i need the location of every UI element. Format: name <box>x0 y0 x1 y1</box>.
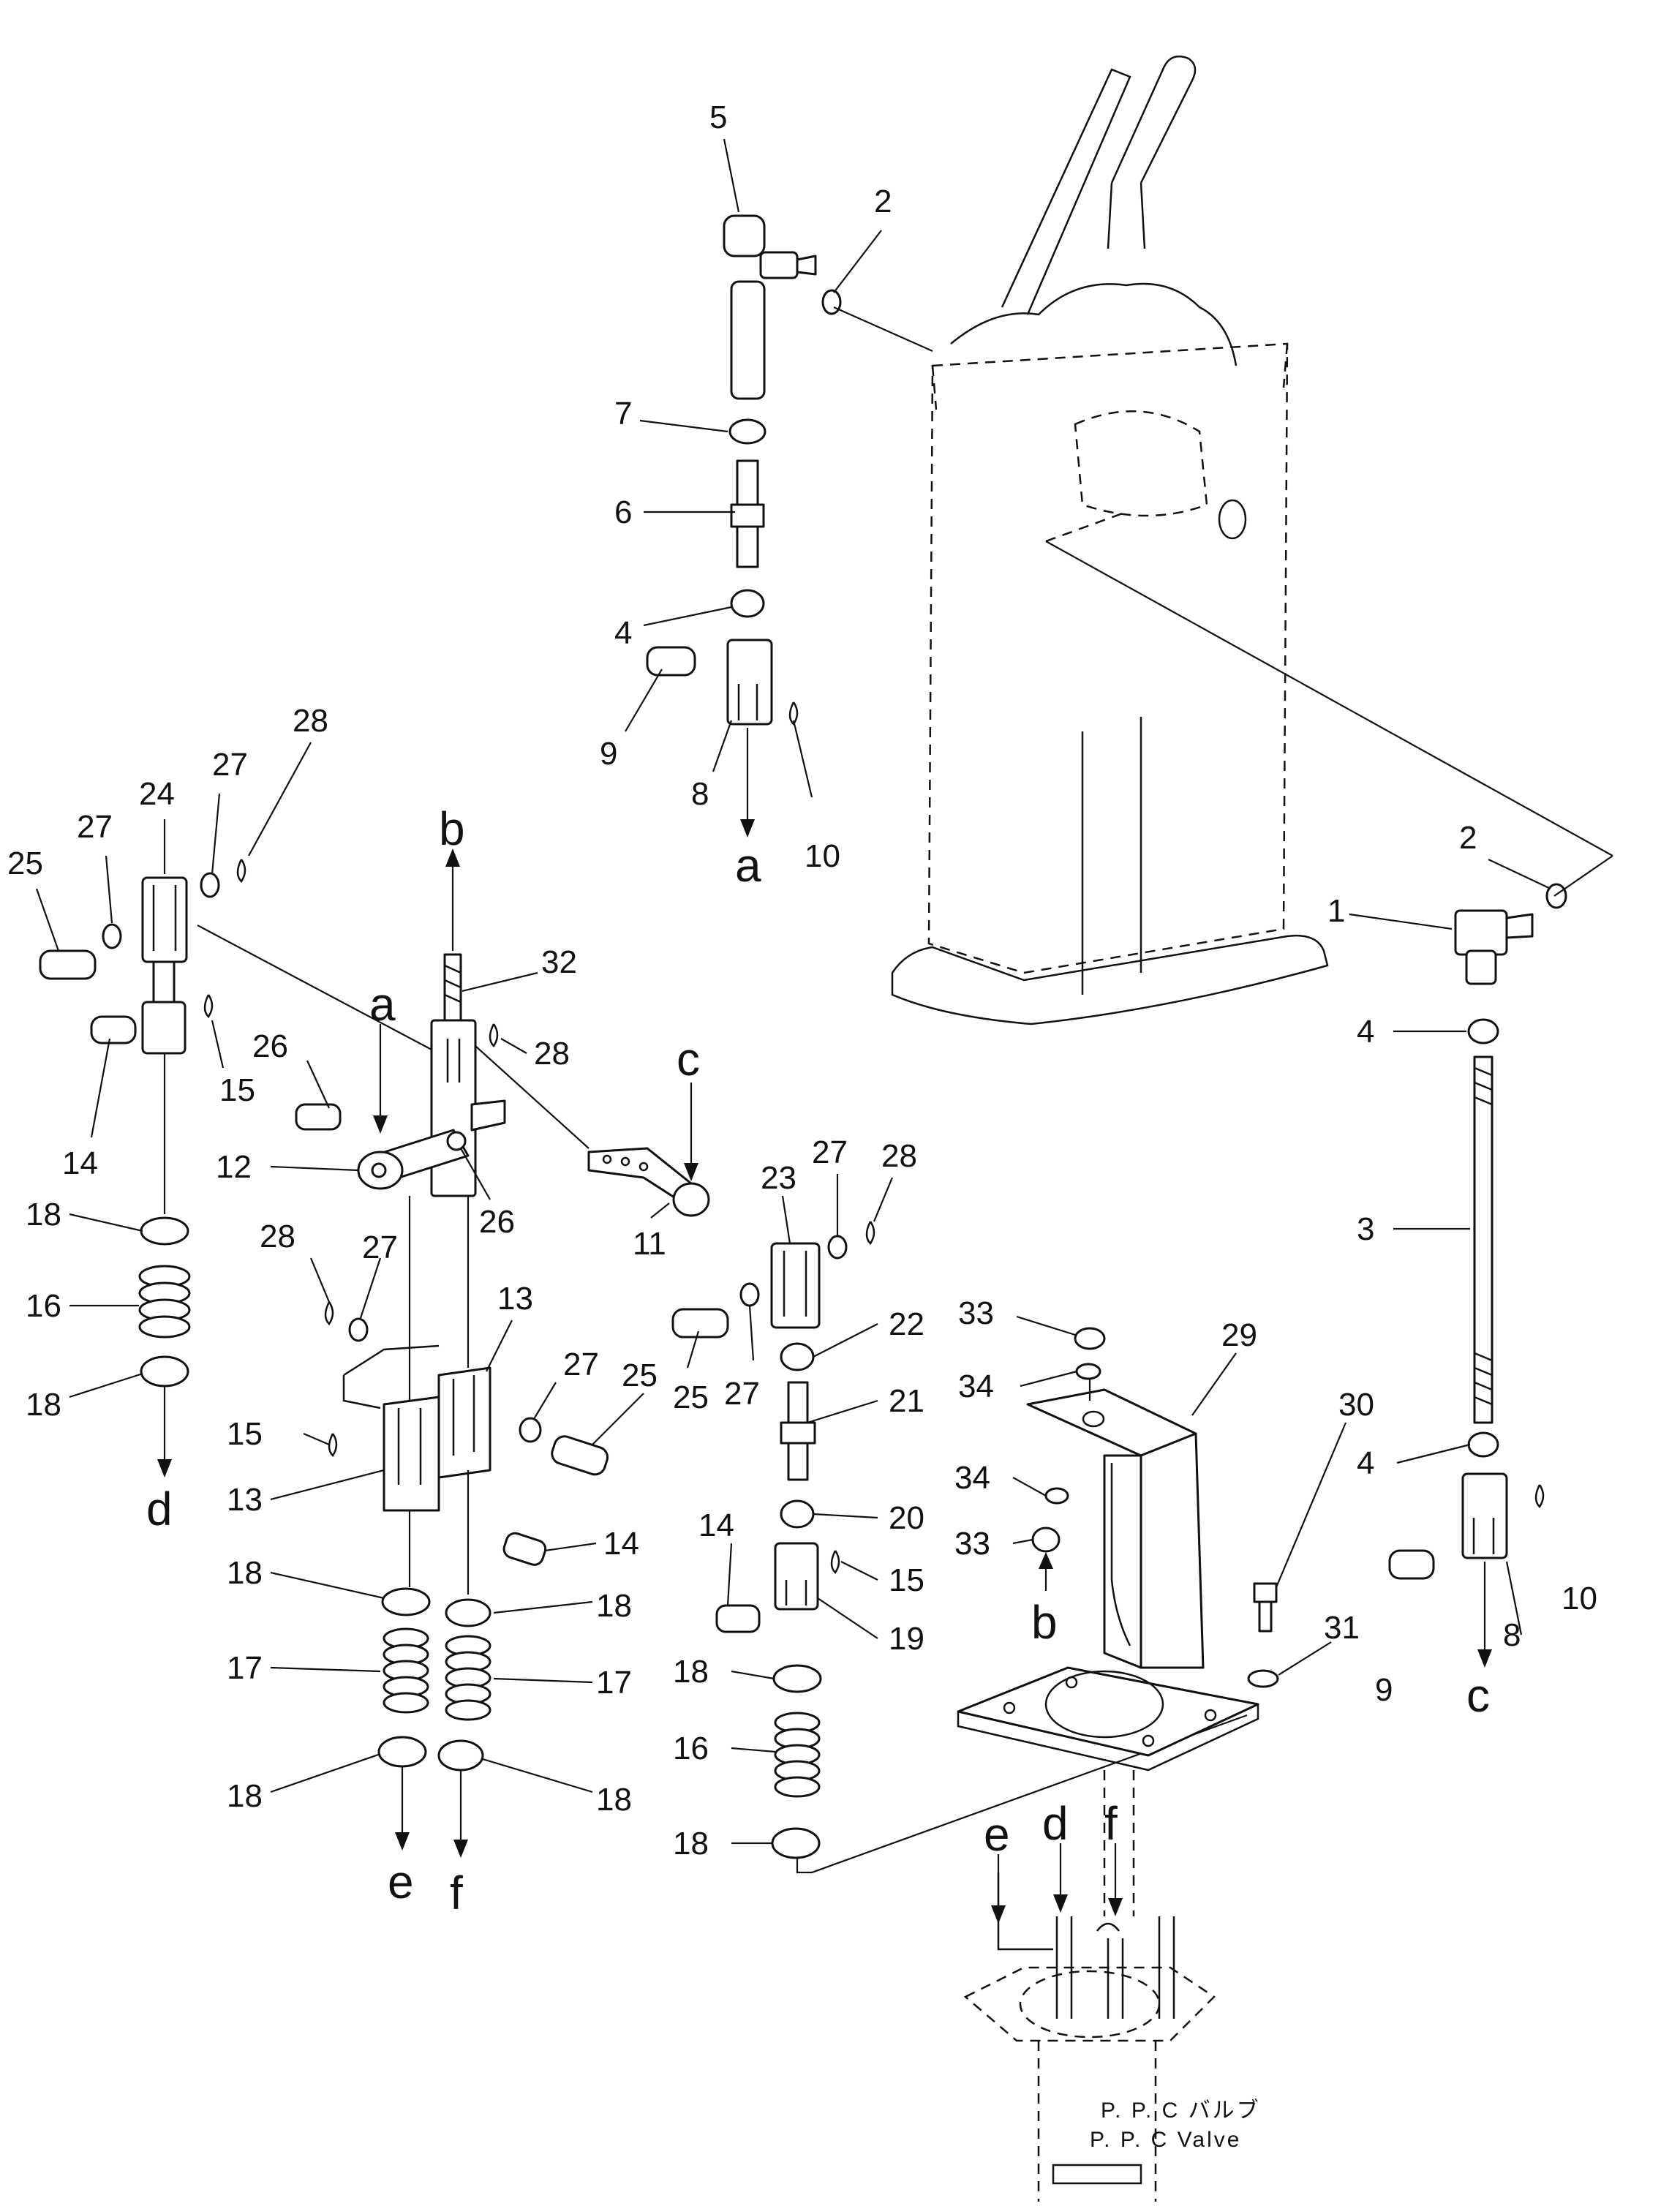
callout-2: 2 <box>874 184 892 219</box>
connector-f: f <box>1104 1797 1118 1850</box>
connector-f: f <box>450 1867 463 1919</box>
callout-22: 22 <box>889 1306 924 1342</box>
valve-label-japanese: P. P. C バルブ <box>1101 2098 1261 2123</box>
callout-27: 27 <box>77 809 113 845</box>
callout-33: 33 <box>954 1526 990 1562</box>
callout-18: 18 <box>673 1826 709 1861</box>
callout-25: 25 <box>622 1358 658 1393</box>
connector-a: a <box>369 978 396 1031</box>
connector-a: a <box>735 839 761 892</box>
callout-18: 18 <box>596 1782 632 1818</box>
control-stand <box>891 55 1613 1025</box>
callout-33: 33 <box>958 1295 994 1331</box>
callout-14: 14 <box>698 1507 734 1543</box>
callout-2: 2 <box>1459 820 1477 856</box>
middle-clevis-spring-assembly <box>671 1174 1248 1874</box>
callout-15: 15 <box>227 1416 263 1452</box>
part-callouts: 5 2 7 6 4 9 8 10 2 1 4 3 4 10 8 9 25 27 … <box>7 99 1597 1861</box>
callout-20: 20 <box>889 1500 924 1536</box>
callout-30: 30 <box>1338 1387 1374 1423</box>
callout-18: 18 <box>227 1555 263 1591</box>
centre-lever-assembly <box>270 848 710 1858</box>
callout-4: 4 <box>1357 1014 1374 1050</box>
callout-3: 3 <box>1357 1211 1374 1247</box>
connector-e: e <box>984 1808 1010 1861</box>
connector-b: b <box>439 802 465 855</box>
rod-end-assembly-left <box>625 138 933 837</box>
callout-25: 25 <box>673 1379 709 1415</box>
callout-27: 27 <box>563 1347 599 1382</box>
callout-16: 16 <box>673 1731 709 1766</box>
connector-c: c <box>1466 1669 1490 1722</box>
callout-34: 34 <box>958 1369 994 1404</box>
callout-34: 34 <box>954 1460 990 1496</box>
callout-15: 15 <box>889 1562 924 1598</box>
connector-letters: a b a c d e f b c e d f <box>146 802 1490 1919</box>
callout-10: 10 <box>1562 1581 1597 1616</box>
bracket-and-ppc-valve <box>957 1315 1347 2202</box>
callout-14: 14 <box>603 1526 639 1562</box>
callout-26: 26 <box>252 1028 288 1064</box>
callout-8: 8 <box>691 776 709 812</box>
callout-28: 28 <box>260 1219 295 1254</box>
callout-4: 4 <box>614 615 632 651</box>
callout-8: 8 <box>1503 1617 1521 1653</box>
callout-13: 13 <box>227 1482 263 1518</box>
callout-11: 11 <box>633 1226 666 1262</box>
callout-17: 17 <box>596 1665 632 1701</box>
connector-d: d <box>146 1483 173 1535</box>
connector-b: b <box>1031 1596 1058 1649</box>
callout-17: 17 <box>227 1650 263 1686</box>
callout-25: 25 <box>7 846 43 881</box>
callout-27: 27 <box>812 1134 848 1170</box>
callout-18: 18 <box>26 1197 61 1232</box>
callout-29: 29 <box>1221 1317 1257 1353</box>
callout-27: 27 <box>212 747 248 783</box>
connector-c: c <box>677 1033 700 1085</box>
callout-28: 28 <box>293 703 328 739</box>
callout-12: 12 <box>216 1149 252 1185</box>
callout-7: 7 <box>614 396 632 432</box>
callout-21: 21 <box>889 1383 924 1419</box>
left-clevis-spring-assembly <box>35 742 432 1477</box>
callout-18: 18 <box>227 1778 263 1814</box>
callout-18: 18 <box>596 1588 632 1624</box>
callout-9: 9 <box>1375 1672 1393 1708</box>
callout-24: 24 <box>139 776 175 812</box>
callout-28: 28 <box>881 1138 917 1174</box>
callout-10: 10 <box>805 838 840 874</box>
callout-16: 16 <box>26 1288 61 1324</box>
callout-13: 13 <box>497 1281 533 1317</box>
connector-e: e <box>388 1856 414 1908</box>
callout-9: 9 <box>600 736 617 772</box>
callout-5: 5 <box>709 99 727 135</box>
valve-label: P. P. C バルブ P. P. C Valve <box>1090 2098 1261 2152</box>
callout-32: 32 <box>541 944 577 980</box>
valve-label-english: P. P. C Valve <box>1090 2128 1241 2152</box>
callout-15: 15 <box>219 1072 255 1108</box>
callout-31: 31 <box>1324 1610 1360 1646</box>
callout-27: 27 <box>362 1230 398 1265</box>
callout-6: 6 <box>614 494 632 530</box>
callout-26: 26 <box>479 1204 515 1240</box>
callout-19: 19 <box>889 1621 924 1657</box>
callout-27: 27 <box>724 1376 760 1412</box>
callout-18: 18 <box>26 1387 61 1423</box>
callout-4: 4 <box>1357 1445 1374 1481</box>
connector-d: d <box>1042 1797 1069 1850</box>
callout-28: 28 <box>534 1036 570 1072</box>
callout-1: 1 <box>1327 893 1345 929</box>
callout-23: 23 <box>761 1160 796 1196</box>
rod-end-assembly-right <box>1349 855 1613 1668</box>
callout-14: 14 <box>62 1145 98 1181</box>
callout-18: 18 <box>673 1654 709 1690</box>
